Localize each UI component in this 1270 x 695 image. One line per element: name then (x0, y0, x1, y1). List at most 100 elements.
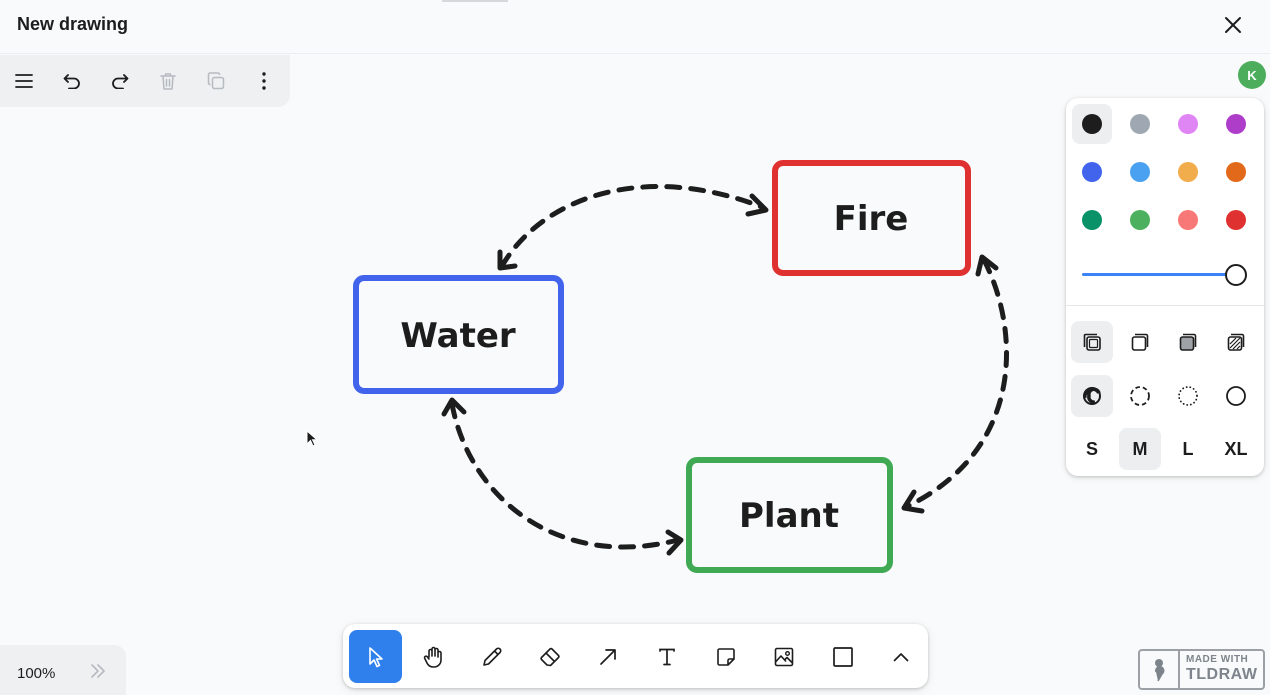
fill-semi-button[interactable] (1119, 321, 1161, 363)
sticky-note-icon (716, 647, 735, 666)
dash-dashed-icon (1130, 386, 1150, 406)
fill-none-button[interactable] (1071, 321, 1113, 363)
color-swatch-orange[interactable] (1216, 152, 1256, 192)
size-s-button[interactable]: S (1071, 428, 1113, 470)
top-indicator (442, 0, 508, 2)
color-dot (1178, 210, 1198, 230)
plant-label: Plant (739, 496, 839, 536)
panel-divider (1066, 305, 1264, 306)
close-button[interactable] (1218, 10, 1248, 40)
size-m-button[interactable]: M (1119, 428, 1161, 470)
tool-asset[interactable] (757, 630, 810, 683)
redo-button[interactable] (96, 55, 144, 107)
size-l-label: L (1182, 438, 1194, 459)
image-icon (774, 647, 793, 666)
arrow-head (745, 193, 769, 217)
duplicate-icon (207, 72, 225, 90)
dash-solid-button[interactable] (1215, 375, 1257, 417)
shape-water[interactable]: Water (353, 275, 564, 394)
fill-solid-button[interactable] (1167, 321, 1209, 363)
tldraw-logo-icon (1140, 651, 1180, 688)
delete-button[interactable] (144, 55, 192, 107)
avatar-initial: K (1247, 67, 1257, 83)
rectangle-icon (832, 646, 853, 667)
size-xl-button[interactable]: XL (1215, 428, 1257, 470)
dash-draw-button[interactable] (1071, 375, 1113, 417)
tool-more[interactable] (874, 630, 927, 683)
shape-fire[interactable]: Fire (772, 160, 971, 276)
color-swatch-light-green[interactable] (1120, 200, 1160, 240)
fill-pattern-button[interactable] (1215, 321, 1257, 363)
size-xl-label: XL (1224, 438, 1248, 459)
color-dot (1178, 162, 1198, 182)
tool-toolbar (343, 624, 928, 688)
tool-arrow[interactable] (581, 630, 634, 683)
dash-dotted-button[interactable] (1167, 375, 1209, 417)
arrow-head (497, 249, 518, 271)
tool-text[interactable] (640, 630, 693, 683)
arrow-water-plant[interactable] (441, 397, 684, 556)
color-swatch-green[interactable] (1072, 200, 1112, 240)
undo-icon (63, 74, 80, 89)
color-dot (1178, 114, 1198, 134)
size-s-label: S (1085, 438, 1098, 459)
tool-hand[interactable] (407, 630, 460, 683)
text-icon (658, 648, 675, 665)
mouse-cursor-icon (306, 430, 318, 447)
arrow-fire-plant[interactable] (901, 254, 1010, 514)
color-dot (1226, 114, 1246, 134)
color-swatch-grey[interactable] (1120, 104, 1160, 144)
menu-panel (0, 55, 290, 107)
dash-draw-icon (1083, 387, 1101, 405)
color-swatch-blue[interactable] (1072, 152, 1112, 192)
color-swatch-light-violet[interactable] (1168, 104, 1208, 144)
more-options-button[interactable] (240, 55, 288, 107)
redo-icon (112, 74, 129, 89)
opacity-slider-thumb[interactable] (1225, 264, 1247, 286)
made-with-label: MADE WITH (1186, 654, 1249, 665)
shape-plant[interactable]: Plant (686, 457, 893, 573)
tool-draw[interactable] (465, 630, 518, 683)
pointer-icon (368, 646, 383, 667)
color-swatch-light-red[interactable] (1168, 200, 1208, 240)
arrow-water-fire[interactable] (497, 184, 769, 271)
trash-icon (160, 73, 176, 90)
hand-icon (423, 646, 442, 668)
arrow-icon (599, 648, 616, 665)
color-swatch-light-blue[interactable] (1120, 152, 1160, 192)
duplicate-button[interactable] (192, 55, 240, 107)
arrow-head (441, 397, 467, 417)
dash-dashed-button[interactable] (1119, 375, 1161, 417)
opacity-slider-track[interactable] (1082, 273, 1238, 276)
tool-rectangle[interactable] (816, 630, 869, 683)
tool-eraser[interactable] (523, 630, 576, 683)
main-menu-button[interactable] (0, 55, 48, 107)
tool-note[interactable] (699, 630, 752, 683)
zoom-panel: 100% (0, 645, 126, 695)
tool-select[interactable] (349, 630, 402, 683)
double-chevron-right-icon[interactable] (88, 661, 108, 681)
drawing-canvas[interactable]: .dash { fill: none; stroke: #1d1d1d; str… (0, 55, 1270, 695)
size-m-label: M (1132, 438, 1148, 459)
made-with-tldraw-badge[interactable]: MADE WITH TLDRAW (1138, 649, 1265, 690)
fire-label: Fire (834, 199, 909, 239)
undo-button[interactable] (48, 55, 96, 107)
color-swatch-yellow[interactable] (1168, 152, 1208, 192)
water-label: Water (400, 316, 516, 356)
arrow-head (975, 254, 999, 277)
zoom-level[interactable]: 100% (17, 665, 56, 682)
pencil-icon (482, 647, 501, 666)
color-swatch-violet[interactable] (1216, 104, 1256, 144)
dash-dotted-icon (1178, 386, 1198, 406)
color-swatch-red[interactable] (1216, 200, 1256, 240)
chevron-up-icon (893, 652, 908, 661)
user-avatar[interactable]: K (1238, 61, 1266, 89)
color-swatch-black[interactable] (1072, 104, 1112, 144)
fire-rect (772, 160, 971, 276)
size-l-button[interactable]: L (1167, 428, 1209, 470)
fill-solid-icon (1179, 333, 1197, 351)
color-dot (1226, 210, 1246, 230)
style-panel: S M L XL (1066, 98, 1264, 476)
color-dot (1130, 114, 1150, 134)
title-bar: New drawing (0, 0, 1270, 54)
